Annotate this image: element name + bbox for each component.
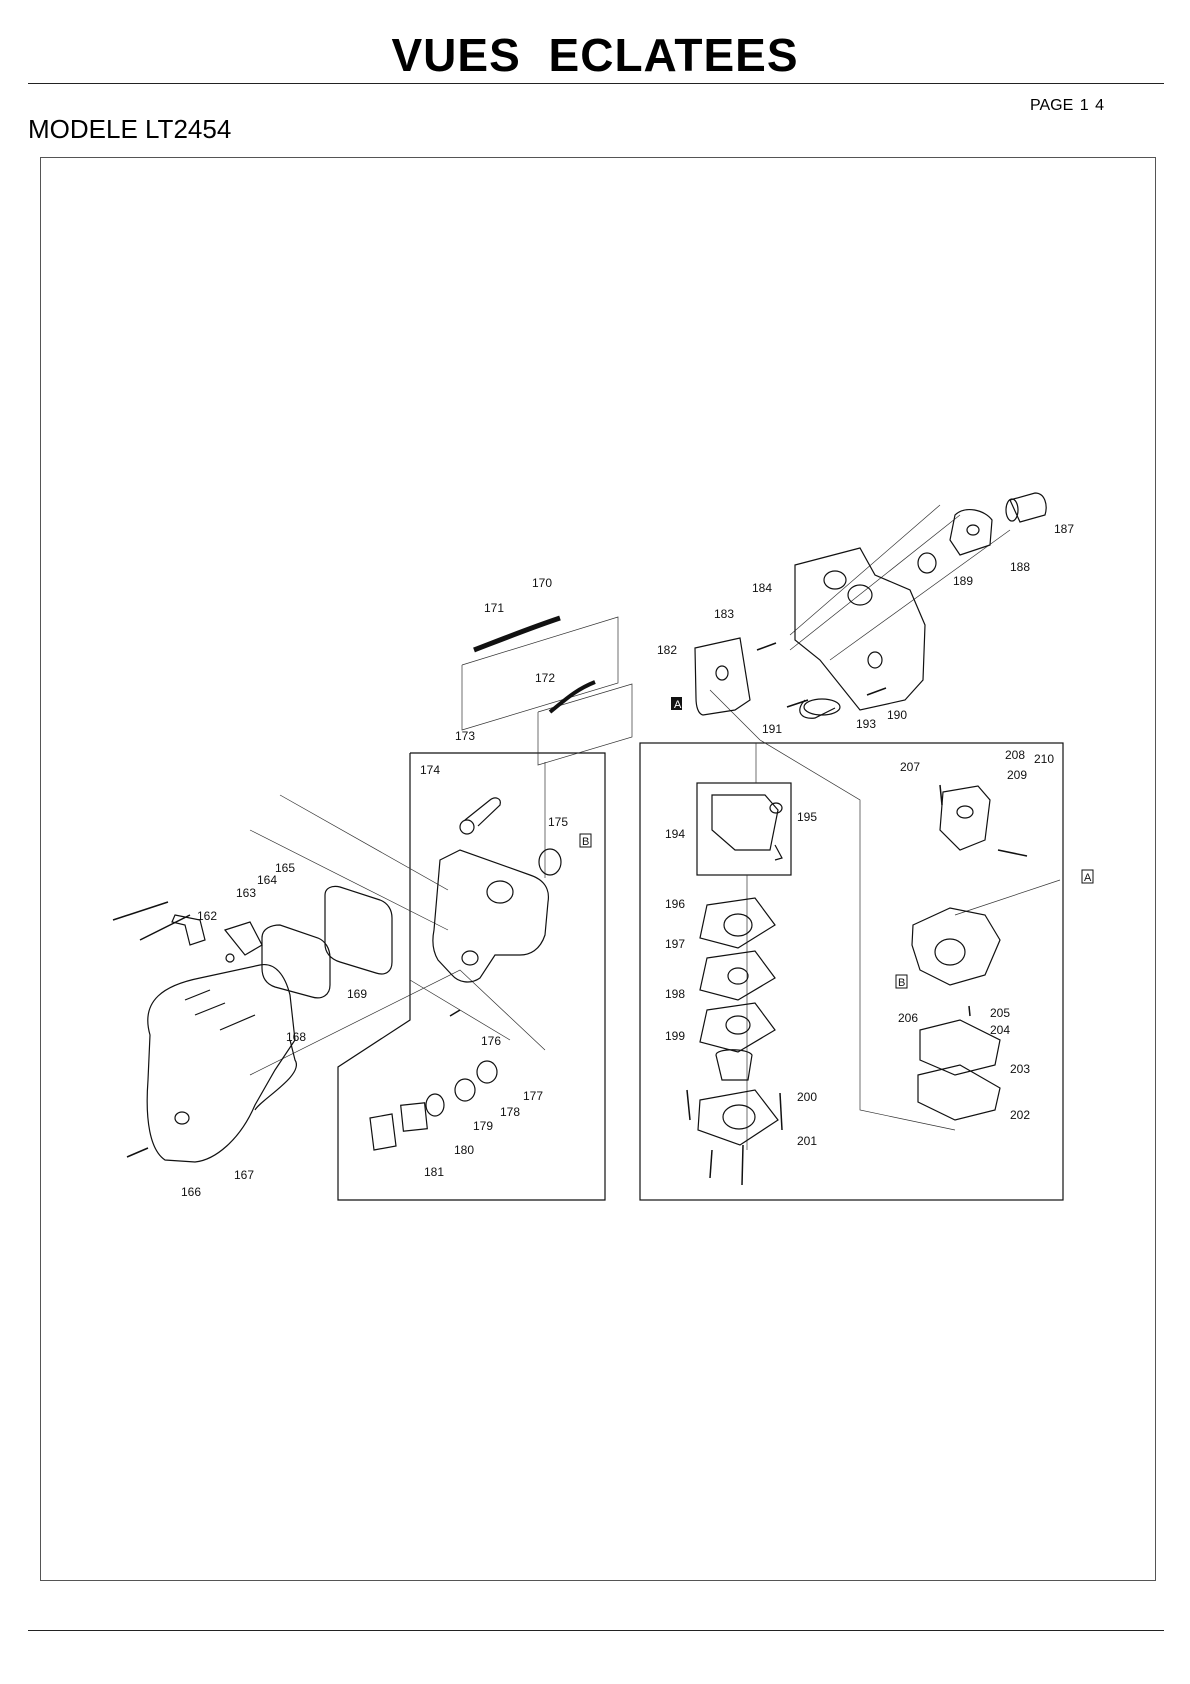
part-label: 183 <box>714 607 734 621</box>
svg-text:B: B <box>582 836 589 848</box>
part-label: 207 <box>900 760 920 774</box>
part-label: 189 <box>953 574 973 588</box>
insulator-gasket-188 <box>949 508 993 556</box>
diagram-frame <box>40 157 1156 1581</box>
part-label: 179 <box>473 1119 493 1133</box>
part-label: 202 <box>1010 1108 1030 1122</box>
part-label: 167 <box>234 1168 254 1182</box>
part-label: 194 <box>665 827 685 841</box>
part-label: 184 <box>752 581 772 595</box>
part-label: 172 <box>535 671 555 685</box>
part-label: 168 <box>286 1030 306 1044</box>
spacer-187 <box>1009 492 1047 523</box>
part-label: 177 <box>523 1089 543 1103</box>
part-label: 195 <box>797 810 817 824</box>
part-label: 181 <box>424 1165 444 1179</box>
footer-rule <box>28 1630 1164 1631</box>
part-label: 208 <box>1005 748 1025 762</box>
part-label: 174 <box>420 763 440 777</box>
carburetor-body <box>911 785 1001 1121</box>
part-label: 199 <box>665 1029 685 1043</box>
model-name: MODELE LT2454 <box>28 114 232 144</box>
header-rule <box>28 83 1164 84</box>
choke-lever <box>464 797 501 827</box>
page-title: VUES ECLATEES <box>391 29 799 81</box>
bolt-162 <box>139 914 191 941</box>
filter-element-169 <box>324 885 393 975</box>
fuel-hose-171 <box>473 615 561 653</box>
part-label: 209 <box>1007 768 1027 782</box>
part-label: 193 <box>856 717 876 731</box>
fuel-hose-172 <box>548 680 596 714</box>
part-labels: 162 163 164 165 166 167 168 169 170 171 … <box>181 522 1074 1199</box>
svg-text:B: B <box>898 977 905 989</box>
part-label: 200 <box>797 1090 817 1104</box>
carb-inset-box <box>696 782 792 876</box>
part-label: 178 <box>500 1105 520 1119</box>
part-label: 171 <box>484 601 504 615</box>
engine-cover <box>146 964 298 1163</box>
svg-text:A: A <box>674 699 682 711</box>
part-label: 210 <box>1034 752 1054 766</box>
page-number: PAGE 1 4 <box>1030 97 1104 114</box>
part-label: 204 <box>990 1023 1010 1037</box>
gasket-182 <box>694 637 751 716</box>
intake-manifold-184 <box>794 547 926 711</box>
part-label: 196 <box>665 897 685 911</box>
carburetor-pump-body <box>711 794 779 851</box>
part-label: 162 <box>197 909 217 923</box>
part-label: 191 <box>762 722 782 736</box>
part-label: 182 <box>657 643 677 657</box>
part-label: 163 <box>236 886 256 900</box>
air-filter-group-box <box>337 752 606 1201</box>
part-label: 198 <box>665 987 685 1001</box>
part-label: 203 <box>1010 1062 1030 1076</box>
part-label: 180 <box>454 1143 474 1157</box>
box-markers: A B A B <box>579 697 1094 989</box>
part-label: 165 <box>275 861 295 875</box>
part-label: 170 <box>532 576 552 590</box>
svg-text:A: A <box>1084 872 1092 884</box>
part-label: 205 <box>990 1006 1010 1020</box>
part-label: 173 <box>455 729 475 743</box>
part-label: 169 <box>347 987 367 1001</box>
part-label: 206 <box>898 1011 918 1025</box>
air-cleaner-base <box>432 849 550 983</box>
part-label: 176 <box>481 1034 501 1048</box>
part-label: 164 <box>257 873 277 887</box>
filter-element-168 <box>261 924 331 999</box>
part-label: 166 <box>181 1185 201 1199</box>
part-label: 188 <box>1010 560 1030 574</box>
part-label: 175 <box>548 815 568 829</box>
carburetor-group-box <box>639 742 1064 1201</box>
part-label: 187 <box>1054 522 1074 536</box>
part-label: 197 <box>665 937 685 951</box>
part-label: 201 <box>797 1134 817 1148</box>
part-label: 190 <box>887 708 907 722</box>
diaphragm-stack <box>697 897 779 1146</box>
